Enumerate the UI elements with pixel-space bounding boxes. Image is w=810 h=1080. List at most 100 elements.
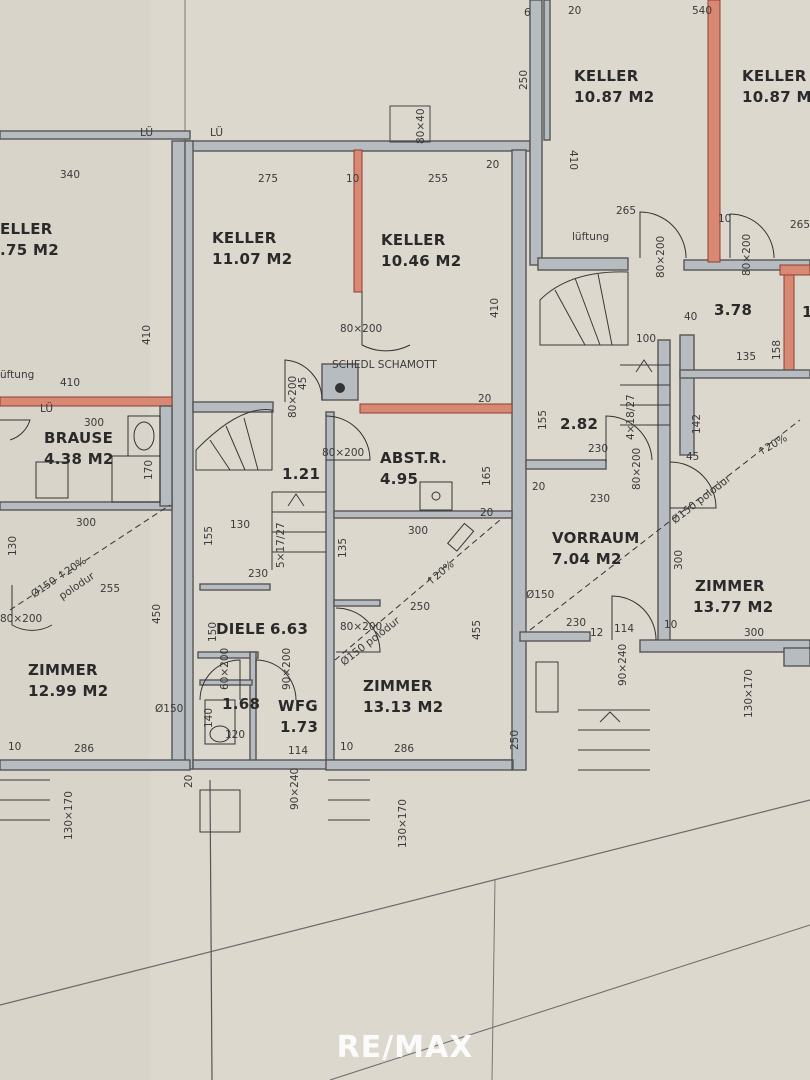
dimension: 300 [673,550,685,570]
dimension: 45 [297,377,309,390]
dimension: 80×200 [631,448,643,490]
room-area: .75 M2 [0,241,59,259]
dimension: 230 [590,493,610,505]
dimension: 300 [84,417,104,429]
door-swing [669,461,717,509]
wall-new [707,0,721,263]
wall [537,257,629,271]
dimension: 275 [258,173,278,185]
room-area: 10.46 M2 [381,252,461,270]
wall [199,679,253,686]
dimension: 300 [76,517,96,529]
ventilation-label: üftung [0,369,34,381]
dimension: 300 [744,627,764,639]
shower-tray [111,455,161,503]
dimension: 286 [394,743,414,755]
wall [529,0,543,266]
room-area: 10.87 M2 [742,88,810,106]
dimension: 80×200 [0,613,42,625]
room-name: ZIMMER [363,677,433,695]
wall [171,140,187,770]
entrance-step [535,661,559,713]
dimension: 250 [518,70,530,90]
wall [519,631,591,642]
fold-line [491,879,496,1080]
dimension: 340 [60,169,80,181]
dimension: 20 [478,393,491,405]
dimension: 10 [340,741,353,753]
dimension: 80×200 [287,376,299,418]
dimension: 130×170 [63,791,75,840]
dimension: 80×200 [322,447,364,459]
dimension: 130 [230,519,250,531]
door-swing [335,607,381,653]
dimension: 10 [718,213,731,225]
pipe-label: Ø150 [155,703,183,715]
sink-drain [431,491,441,501]
guide-line [209,779,213,1080]
dimension: 60×200 [219,648,231,690]
room-area: 2.82 [560,415,598,433]
room-name: ZIMMER [695,577,765,595]
duct-line [9,504,171,611]
spiral-stair [195,409,273,471]
room-area: 7.04 M2 [552,550,622,568]
dimension: 90×240 [617,644,629,686]
wall [197,651,259,659]
cabinet [35,461,69,499]
wall-new [779,264,810,276]
wall-new [353,149,363,293]
dimension: 230 [588,443,608,455]
room-name: ELLER [0,220,53,238]
duct-line [334,519,501,661]
dimension: 80×200 [340,323,382,335]
chimney [321,363,359,401]
dimension: 135 [337,538,349,558]
dimension: 286 [74,743,94,755]
dimension: 540 [692,5,712,17]
dimension: 6 [524,7,531,19]
dimension: 455 [471,620,483,640]
wall [543,0,551,141]
dimension: 410 [567,150,579,170]
room-name: WFG [278,697,318,715]
dimension: 265 [616,205,636,217]
dimension: 40 [684,311,697,323]
dimension: 410 [489,298,501,318]
room-name: ZIMMER [28,661,98,679]
dimension: 450 [151,604,163,624]
door-swing [611,595,657,641]
toilet-area [204,699,236,745]
stair-tread [209,439,231,471]
remax-logo: RE/MAX [336,1030,474,1065]
dimension: 90×240 [289,768,301,810]
stair-tread [574,277,601,346]
door-swing [255,659,297,701]
stair-arrow [287,493,305,507]
wall [0,130,191,140]
wall-new [783,274,795,376]
room-area: 1 [802,303,810,321]
dimension: 114 [288,745,308,757]
walls [0,0,810,771]
room-area: 6.63 [270,620,308,638]
room-name: KELLER [742,67,807,85]
room-name: VORRAUM [552,529,640,547]
room-area: 11.07 M2 [212,250,292,268]
wall [159,405,173,507]
stair-tread [554,289,586,346]
door-swing [361,292,411,352]
room-name: KELLER [212,229,277,247]
wall [639,639,810,653]
room-labels: KELLER 11.07 M2 KELLER 10.46 M2 ELLER .7… [0,67,810,736]
toilet [209,725,231,743]
wall [192,401,274,413]
dimension: 255 [428,173,448,185]
ventilation-label: lüftung [572,231,609,243]
ventilation-label: LÜ [210,126,223,139]
room-area: 3.78 [714,301,752,319]
wall [184,140,194,770]
doors [0,211,775,701]
dimension: 80×200 [741,234,753,276]
